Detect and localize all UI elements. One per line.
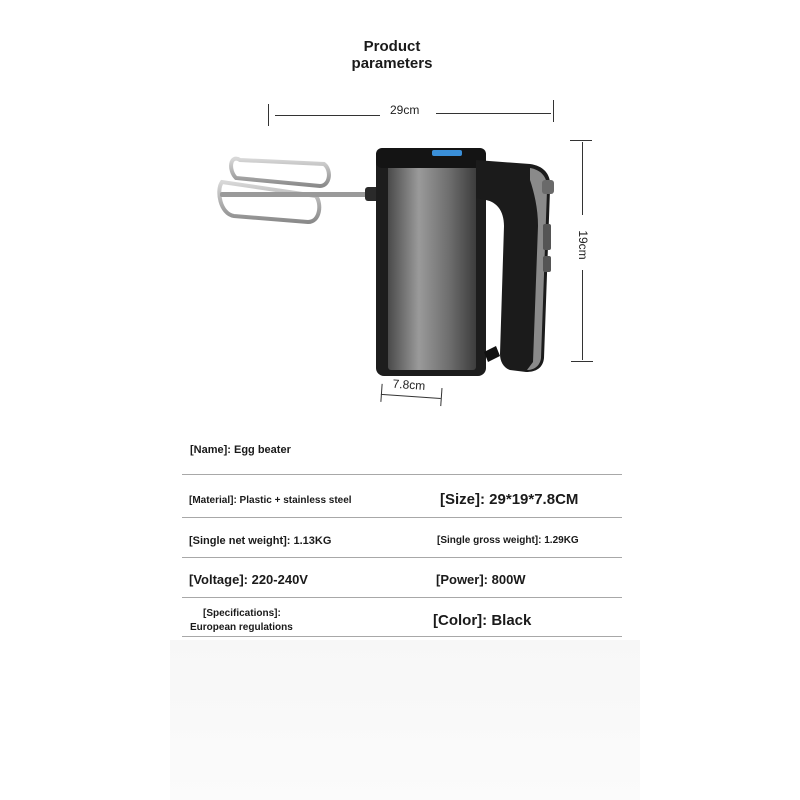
speed-button (543, 224, 551, 250)
beater-bottom (217, 179, 322, 225)
spec-power: [Power]: 800W (436, 572, 526, 587)
row-divider-5 (182, 636, 622, 637)
spec-net-weight: [Single net weight]: 1.13KG (189, 535, 332, 547)
length-tick-right (553, 100, 554, 122)
spec-color: [Color]: Black (433, 612, 532, 629)
height-line-top (582, 142, 583, 215)
display-led (432, 150, 462, 156)
hand-mixer-illustration (217, 148, 554, 376)
length-tick-left (268, 104, 269, 126)
spec-specifications-value: European regulations (190, 622, 293, 633)
eject-button (543, 256, 551, 272)
page-title: Product parameters (0, 38, 784, 72)
row-divider-4 (182, 597, 622, 598)
row-divider-2 (182, 517, 622, 518)
row-divider-1 (182, 474, 622, 475)
bottom-background-panel (170, 640, 640, 800)
height-line-bottom (582, 270, 583, 360)
spec-gross-weight: [Single gross weight]: 1.29KG (437, 535, 579, 546)
mixer-top (376, 148, 486, 168)
height-label: 19cm (576, 230, 590, 260)
beater-shaft (220, 192, 370, 197)
spec-material: [Material]: Plastic + stainless steel (189, 495, 352, 506)
beater-top (229, 156, 331, 189)
length-line-left (275, 115, 380, 116)
cord-connector (484, 346, 500, 362)
top-switch (542, 180, 554, 194)
title-line-1: Product (363, 38, 421, 55)
handle-steel-trim (527, 168, 548, 370)
spec-specifications-label: [Specifications]: (203, 608, 281, 619)
beaters (217, 156, 331, 225)
height-tick-top (570, 140, 592, 141)
spec-size: [Size]: 29*19*7.8CM (440, 491, 579, 508)
length-line-right (436, 113, 551, 114)
length-label: 29cm (390, 103, 420, 117)
width-line (380, 393, 441, 400)
width-tick-right (440, 388, 443, 407)
mixer-handle (476, 160, 551, 372)
height-tick-bottom (571, 361, 593, 362)
mixer-body-steel (388, 164, 476, 370)
spec-voltage: [Voltage]: 220-240V (189, 572, 308, 587)
spec-name: [Name]: Egg beater (190, 444, 291, 456)
title-line-2: parameters (351, 55, 433, 72)
row-divider-3 (182, 557, 622, 558)
